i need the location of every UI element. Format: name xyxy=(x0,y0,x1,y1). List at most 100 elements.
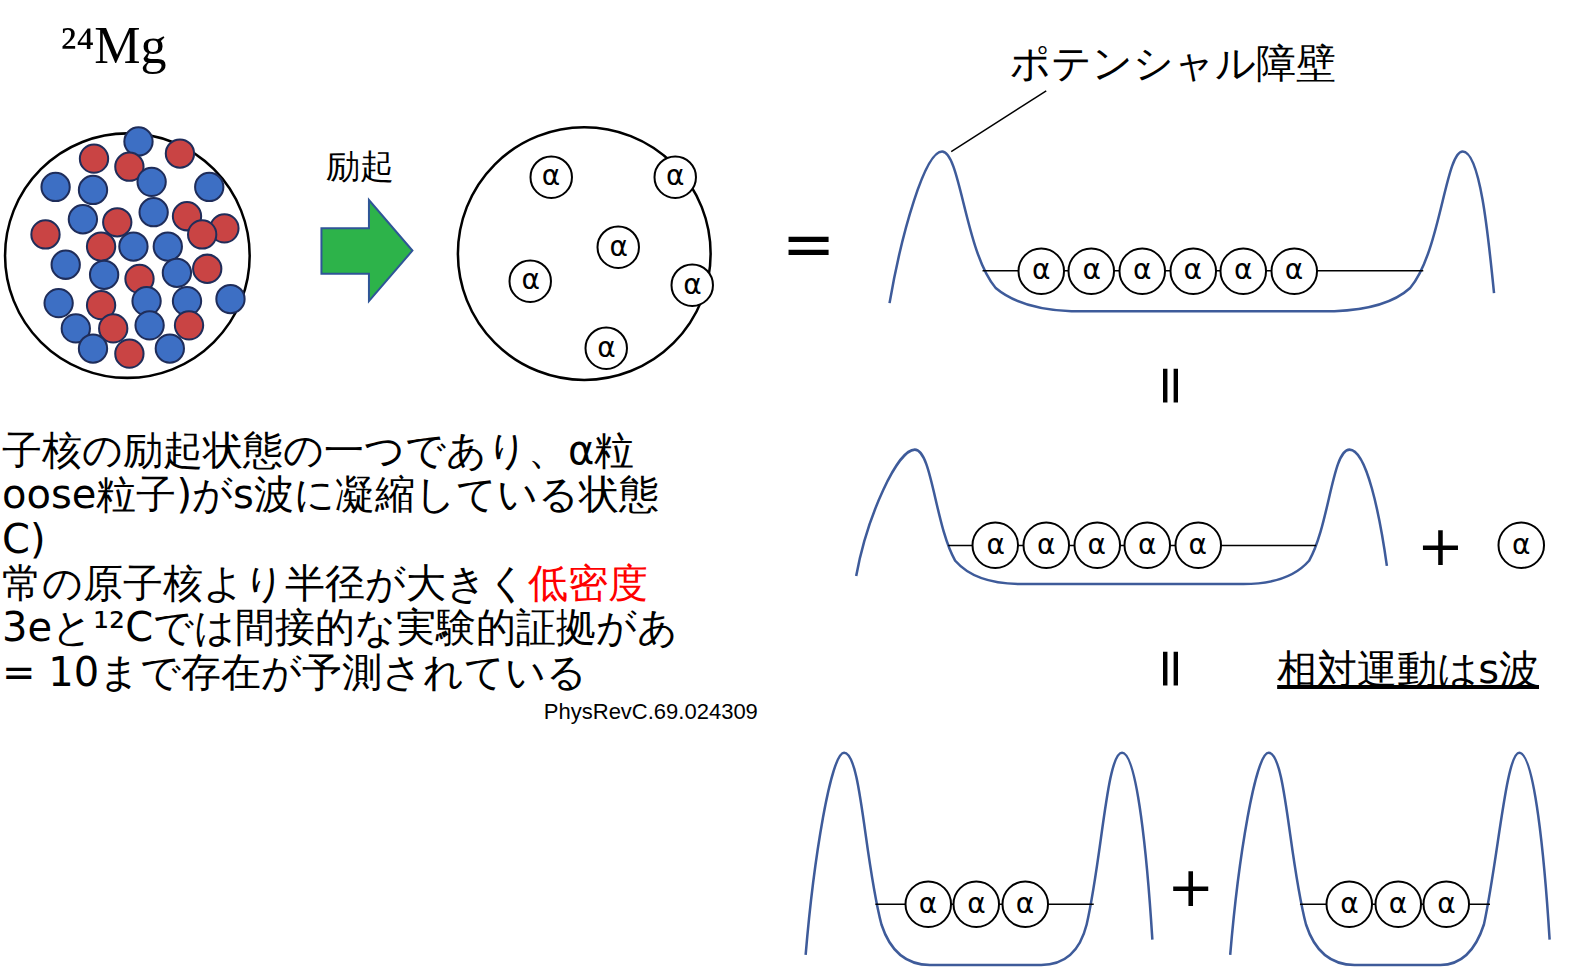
alpha-particle: α xyxy=(508,259,552,303)
alpha-symbol: α xyxy=(542,161,560,192)
nucleons xyxy=(31,127,244,367)
neutron xyxy=(154,232,182,260)
alpha-symbol: α xyxy=(1437,889,1455,920)
alpha-outline xyxy=(954,882,1000,928)
plus-sign: + xyxy=(1417,515,1464,577)
body-text: 3eと¹²Cでは間接的な実験的証拠があ xyxy=(2,605,678,649)
proton xyxy=(115,339,143,367)
reference-text: PhysRevC.69.024309 xyxy=(544,700,758,724)
alpha-outline xyxy=(1170,248,1216,294)
body-text: 子核の励起状態の一つであり、α粒 xyxy=(2,428,634,472)
body-text: C) xyxy=(2,517,46,561)
alpha-outline xyxy=(1069,248,1115,294)
alpha-particle: α xyxy=(670,263,714,307)
alpha-particle: α xyxy=(1073,521,1122,570)
equals-sign: = xyxy=(1143,363,1202,408)
alpha-outline xyxy=(598,227,639,268)
alpha-particle: α xyxy=(596,225,640,269)
alpha-symbol: α xyxy=(683,270,701,301)
alpha-symbol: α xyxy=(967,889,985,920)
alpha-outline xyxy=(1023,523,1069,569)
neutron xyxy=(79,334,107,362)
alpha-particle: α xyxy=(1169,247,1218,296)
neutron xyxy=(195,173,223,201)
potential-well xyxy=(806,753,1153,965)
alpha-symbol: α xyxy=(1138,530,1156,561)
potential-well xyxy=(1230,753,1549,965)
potential-well xyxy=(856,450,1387,584)
alpha-particle: α xyxy=(1219,247,1268,296)
leader-line xyxy=(951,91,1046,152)
alpha-outline xyxy=(1424,882,1470,928)
alpha-particle: α xyxy=(1017,247,1066,296)
highlight-text: 低密度 xyxy=(528,561,648,605)
alpha-symbol: α xyxy=(1234,255,1252,286)
alpha-symbol: α xyxy=(666,161,684,192)
alpha-particle: α xyxy=(1497,521,1546,570)
alpha-particle: α xyxy=(529,155,573,199)
neutron xyxy=(216,285,244,313)
alpha-symbol: α xyxy=(1285,255,1303,286)
alpha-outline xyxy=(672,264,713,305)
alpha-outline xyxy=(1271,248,1317,294)
alpha-outline xyxy=(1125,523,1171,569)
neutron xyxy=(119,232,147,260)
equals-sign: = xyxy=(782,209,836,279)
alpha-particle: α xyxy=(1022,521,1071,570)
alpha-particle: α xyxy=(1374,880,1423,929)
neutron xyxy=(69,205,97,233)
alpha-particle: α xyxy=(1067,247,1116,296)
proton xyxy=(80,144,108,172)
alpha-outline xyxy=(973,523,1019,569)
alpha-symbol: α xyxy=(1032,255,1050,286)
alpha-particle: α xyxy=(1270,247,1319,296)
alpha-particle: α xyxy=(1123,521,1172,570)
alpha-outline xyxy=(1221,248,1267,294)
alpha-symbol: α xyxy=(1389,889,1407,920)
neutron xyxy=(52,251,80,279)
alpha-particle: α xyxy=(653,155,697,199)
alpha-symbol: α xyxy=(1340,889,1358,920)
nucleus-outline xyxy=(458,127,711,380)
alpha-particle: α xyxy=(584,326,628,370)
alpha-symbol: α xyxy=(1133,255,1151,286)
alpha-particle: α xyxy=(1001,880,1050,929)
alpha-symbol: α xyxy=(1088,530,1106,561)
neutron xyxy=(41,173,69,201)
alpha-outline xyxy=(1499,523,1545,569)
proton xyxy=(166,139,194,167)
alpha-symbol: α xyxy=(1082,255,1100,286)
proton xyxy=(31,220,59,248)
nucleus-symbol: ²⁴Mg xyxy=(61,17,167,74)
equals-sign: = xyxy=(1143,646,1202,691)
excitation-arrow xyxy=(321,200,412,301)
proton xyxy=(193,255,221,283)
proton xyxy=(87,232,115,260)
alpha-outline xyxy=(905,882,951,928)
neutron xyxy=(156,334,184,362)
body-text: = 10まで存在が予測されている xyxy=(2,650,587,694)
alpha-outline xyxy=(1175,523,1221,569)
alpha-symbol: α xyxy=(609,232,627,263)
neutron xyxy=(139,198,167,226)
alpha-symbol: α xyxy=(597,333,615,364)
proton xyxy=(175,311,203,339)
alpha-outline xyxy=(510,260,551,301)
alpha-outline xyxy=(1327,882,1373,928)
alpha-symbol: α xyxy=(1016,889,1034,920)
alpha-outline xyxy=(1074,523,1120,569)
nucleus-outline xyxy=(5,133,250,378)
neutron xyxy=(79,176,107,204)
neutron xyxy=(163,259,191,287)
alpha-particle: α xyxy=(1174,521,1223,570)
alpha-symbol: α xyxy=(986,530,1004,561)
alpha-outline xyxy=(1375,882,1421,928)
alpha-particle: α xyxy=(904,880,953,929)
proton xyxy=(188,220,216,248)
neutron xyxy=(90,261,118,289)
potential-well xyxy=(890,152,1494,312)
alpha-symbol: α xyxy=(1512,530,1530,561)
alpha-outline xyxy=(530,156,571,197)
plus-sign: + xyxy=(1167,856,1214,918)
